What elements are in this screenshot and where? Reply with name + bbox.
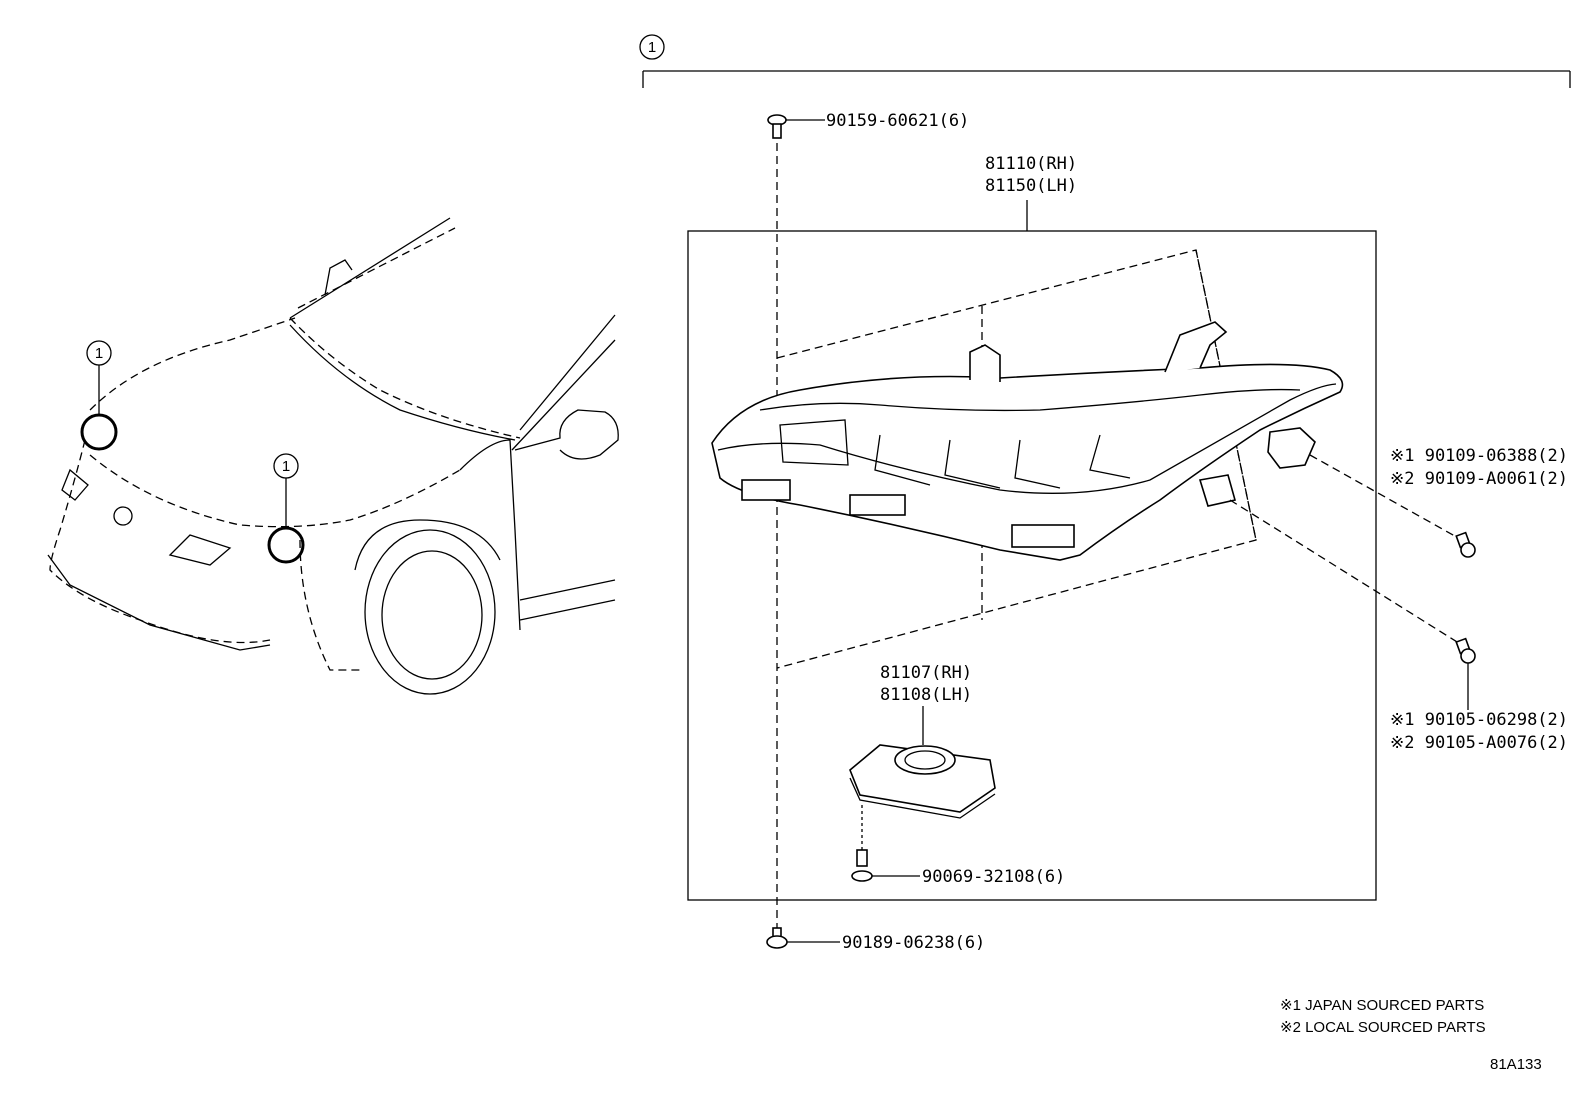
label-computer-lh: 81108(LH) (880, 685, 972, 705)
headlamp-location-left (80, 413, 118, 451)
bolt-icon-bottom (766, 927, 788, 949)
assembly-bracket: 1 (639, 34, 1571, 88)
note-japan-sourced: ※1 JAPAN SOURCED PARTS (1280, 997, 1484, 1014)
screw-icon-computer (851, 849, 873, 882)
bolt-icon-right-lower (1455, 637, 1476, 664)
headlamp-location-right (267, 526, 305, 564)
label-bolt-bottom: 90189-06238(6) (842, 933, 985, 953)
vehicle-ref-2: 1 (282, 458, 290, 475)
vehicle-front-illustration: 1 1 (47, 217, 619, 695)
label-headlamp-lh: 81150(LH) (985, 176, 1077, 196)
label-computer-rh: 81107(RH) (880, 663, 972, 683)
figure-id: 81A133 (1490, 1056, 1542, 1073)
bolt-icon-right-upper (1455, 531, 1476, 558)
bolt-icon-top (767, 114, 787, 139)
label-bolt-right1-a: ※1 90109-06388(2) (1390, 446, 1568, 466)
vehicle-ref-1: 1 (95, 345, 103, 362)
assembly-ref: 1 (648, 39, 656, 56)
headlamp-assembly-box (687, 230, 1377, 901)
headlamp-computer-illustration (849, 744, 996, 819)
label-screw-computer: 90069-32108(6) (922, 867, 1065, 887)
note-local-sourced: ※2 LOCAL SOURCED PARTS (1280, 1019, 1486, 1036)
headlamp-unit-illustration (711, 321, 1344, 561)
label-bolt-right1-b: ※2 90109-A0061(2) (1390, 469, 1568, 489)
label-bolt-top: 90159-60621(6) (826, 111, 969, 131)
label-bolt-right2-a: ※1 90105-06298(2) (1390, 710, 1568, 730)
label-headlamp-rh: 81110(RH) (985, 154, 1077, 174)
label-bolt-right2-b: ※2 90105-A0076(2) (1390, 733, 1568, 753)
